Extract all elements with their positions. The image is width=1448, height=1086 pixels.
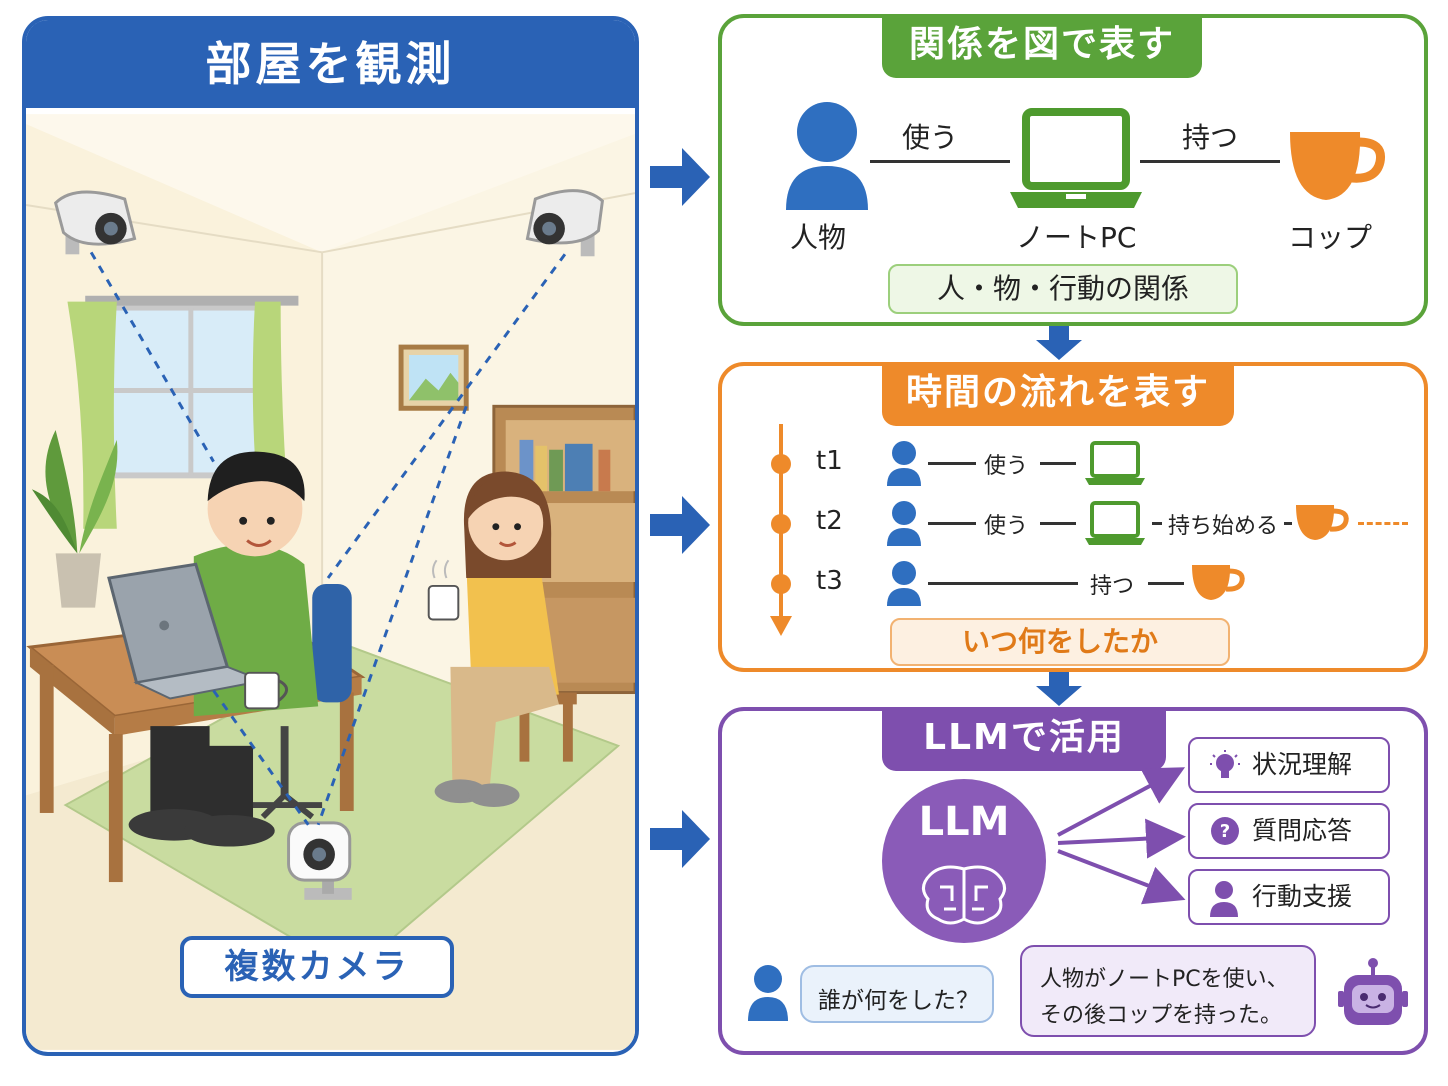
down-arrow-timeline-to-llm xyxy=(1036,672,1082,706)
entity-laptop-label: ノートPC xyxy=(1016,221,1137,254)
woman-holding-cup xyxy=(427,471,577,808)
potted-plant xyxy=(31,429,118,608)
camera-label: 複数カメラ xyxy=(180,936,454,998)
answer-line-2: その後コップを持った。 xyxy=(1040,1003,1283,1028)
llm-output-arrows xyxy=(1057,767,1186,905)
ceiling-camera-left xyxy=(53,190,137,255)
timeline-edge xyxy=(1152,522,1162,525)
laptop-icon xyxy=(1010,108,1142,208)
ceiling-camera-right xyxy=(525,189,604,257)
person-icon xyxy=(887,441,921,486)
relation-graph-panel: 関係を図で表す 人物 使う ノートPC 持つ コップ 人・物・行動の関係 xyxy=(718,14,1428,326)
timeline-edge xyxy=(1040,522,1076,525)
time-label-t3: t3 xyxy=(816,566,843,596)
relation-summary: 人・物・行動の関係 xyxy=(888,264,1238,314)
flow-arrow-to-timeline xyxy=(650,496,710,554)
output-action-support: 行動支援 xyxy=(1188,869,1390,925)
person-icon xyxy=(887,561,921,606)
person-icon xyxy=(786,102,868,210)
user-avatar-icon xyxy=(748,965,788,1021)
answer-bubble: 人物がノートPCを使い、 その後コップを持った。 xyxy=(1020,945,1316,1037)
man-using-laptop xyxy=(128,451,319,847)
relation-panel-title: 関係を図で表す xyxy=(882,14,1202,78)
person-icon xyxy=(887,501,921,546)
timeline-panel-title: 時間の流れを表す xyxy=(882,362,1234,426)
edge-label-holds: 持つ xyxy=(1182,121,1239,154)
camera-sight-lines xyxy=(89,251,567,826)
edge-label-uses: 使う xyxy=(902,121,959,154)
time-axis xyxy=(770,424,792,636)
timeline-edge xyxy=(1284,522,1292,525)
room-observation-panel: 部屋を観測 xyxy=(22,16,639,1056)
time-label-t1: t1 xyxy=(816,446,843,476)
output-label: 質問応答 xyxy=(1252,816,1353,845)
timeline-edge xyxy=(1148,582,1184,585)
llm-usage-panel: LLMで活用 LLM 状況理解 ? 質問応答 行動支援 xyxy=(718,707,1428,1055)
timeline-edge xyxy=(1040,462,1076,465)
t2-action-label: 使う xyxy=(984,514,1029,539)
flow-arrow-to-llm xyxy=(650,810,710,868)
white-mug xyxy=(244,671,289,710)
lightbulb-icon xyxy=(1210,750,1240,778)
office-chair xyxy=(245,583,352,820)
timeline-summary: いつ何をしたか xyxy=(890,618,1230,666)
edge-line-holds xyxy=(1140,160,1280,163)
cup-icon xyxy=(1192,565,1245,600)
room-panel-header xyxy=(26,20,635,108)
laptop xyxy=(107,562,267,700)
answer-line-1: 人物がノートPCを使い、 xyxy=(1040,967,1289,992)
floor-camera xyxy=(287,821,352,900)
llm-brain-badge xyxy=(882,779,1046,943)
flow-arrow-to-relation xyxy=(650,148,710,206)
question-text: 誰が何をした？ xyxy=(818,988,979,1014)
t2-second-action-label: 持ち始める xyxy=(1168,514,1279,539)
svg-text:?: ? xyxy=(1220,821,1230,842)
output-question-answering: ? 質問応答 xyxy=(1188,803,1390,859)
llm-panel-title: LLMで活用 xyxy=(882,707,1166,771)
timeline-edge xyxy=(928,582,1078,585)
laptop-icon xyxy=(1085,441,1145,485)
cup-icon xyxy=(1290,132,1386,200)
timeline-panel: 時間の流れを表す t1 使う t2 使う 持ち始める t3 持つ いつ何をしたか xyxy=(718,362,1428,672)
timeline-continuation-dashes xyxy=(1358,522,1408,525)
time-label-t2: t2 xyxy=(816,506,843,536)
question-bubble: 誰が何をした？ xyxy=(800,965,994,1023)
room-panel-title: 部屋を観測 xyxy=(205,37,456,91)
down-arrow-relation-to-timeline xyxy=(1036,326,1082,360)
robot-icon xyxy=(1338,958,1408,1025)
output-situation-understanding: 状況理解 xyxy=(1188,737,1390,793)
entity-cup-label: コップ xyxy=(1288,221,1373,254)
cup-icon xyxy=(1296,505,1349,540)
entity-person-label: 人物 xyxy=(790,221,847,254)
timeline-edge xyxy=(928,462,976,465)
llm-core-label: LLM xyxy=(918,799,1010,845)
brain-icon xyxy=(922,865,1006,925)
t1-action-label: 使う xyxy=(984,454,1029,479)
laptop-icon xyxy=(1085,501,1145,545)
t3-action-label: 持つ xyxy=(1090,574,1135,599)
question-icon: ? xyxy=(1211,817,1239,845)
room-scene-illustration xyxy=(26,114,635,1050)
output-label: 行動支援 xyxy=(1252,882,1353,911)
person-icon xyxy=(1210,881,1238,917)
timeline-edge xyxy=(928,522,976,525)
edge-line-uses xyxy=(870,160,1010,163)
output-label: 状況理解 xyxy=(1252,750,1353,779)
